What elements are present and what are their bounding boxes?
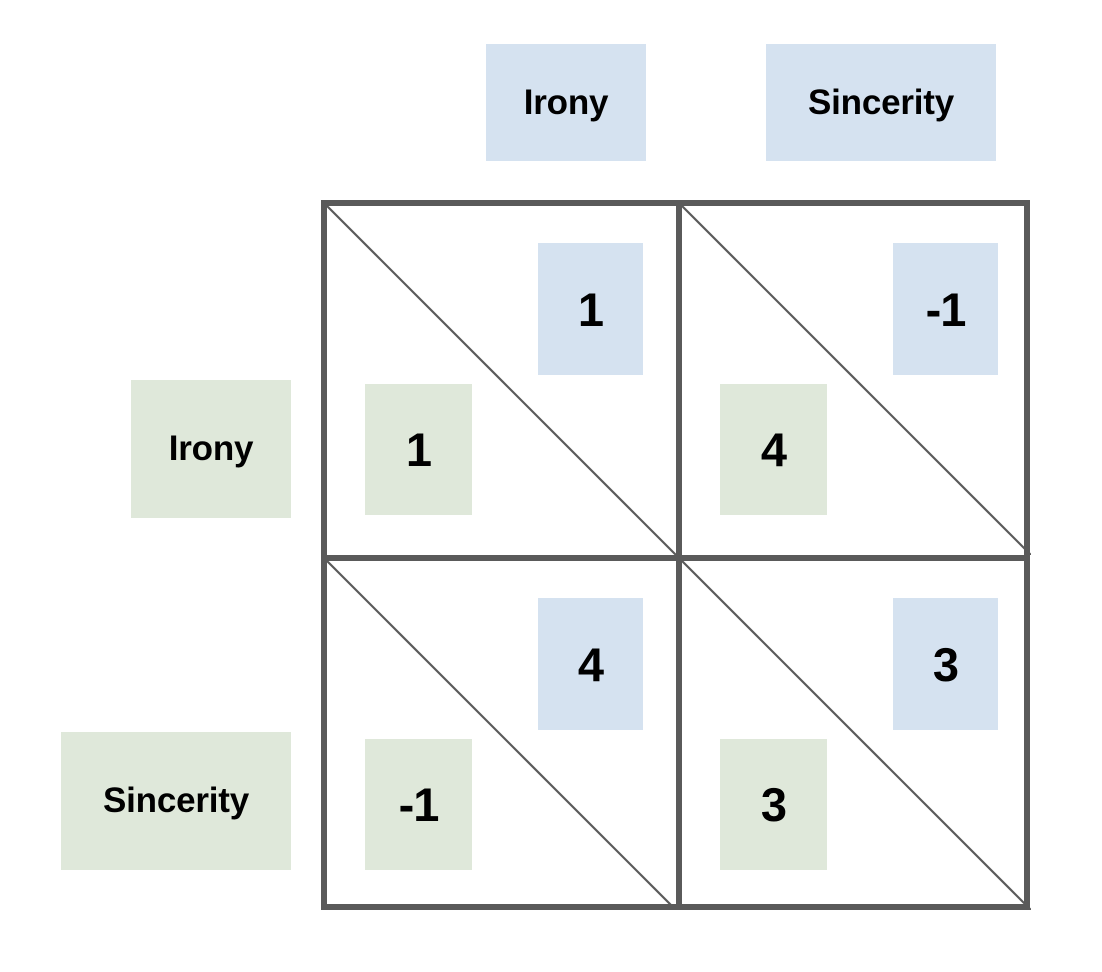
matrix-cell-sincerity-sincerity: 3 3	[682, 561, 1031, 910]
row-header-label: Irony	[168, 429, 254, 468]
column-header-sincerity: Sincerity	[766, 44, 996, 161]
row-payoff-chip: 3	[720, 739, 827, 870]
row-payoff-value: 1	[405, 423, 432, 476]
row-header-sincerity: Sincerity	[61, 732, 291, 870]
column-payoff-chip: 3	[893, 598, 998, 730]
row-payoff-chip: 4	[720, 384, 827, 515]
column-payoff-value: 3	[932, 637, 959, 691]
column-payoff-chip: -1	[893, 243, 998, 375]
matrix-cell-sincerity-irony: 4 -1	[327, 561, 676, 910]
row-header-label: Sincerity	[102, 781, 250, 820]
column-payoff-chip: 1	[538, 243, 643, 375]
column-payoff-value: 4	[577, 637, 604, 691]
row-payoff-chip: -1	[365, 739, 472, 870]
payoff-grid: 1 1 -1 4	[321, 200, 1031, 910]
column-header-label: Sincerity	[807, 82, 955, 122]
row-payoff-value: 3	[760, 778, 787, 831]
column-header-irony: Irony	[486, 44, 646, 161]
grid-horizontal-divider	[327, 555, 1024, 561]
matrix-cell-irony-sincerity: -1 4	[682, 206, 1031, 555]
column-payoff-value: 1	[577, 282, 604, 336]
matrix-cell-irony-irony: 1 1	[327, 206, 676, 555]
row-payoff-chip: 1	[365, 384, 472, 515]
row-header-irony: Irony	[131, 380, 291, 518]
column-header-label: Irony	[523, 82, 609, 122]
row-payoff-value: 4	[760, 423, 787, 476]
column-payoff-chip: 4	[538, 598, 643, 730]
row-payoff-value: -1	[398, 778, 440, 831]
column-payoff-value: -1	[925, 282, 967, 336]
